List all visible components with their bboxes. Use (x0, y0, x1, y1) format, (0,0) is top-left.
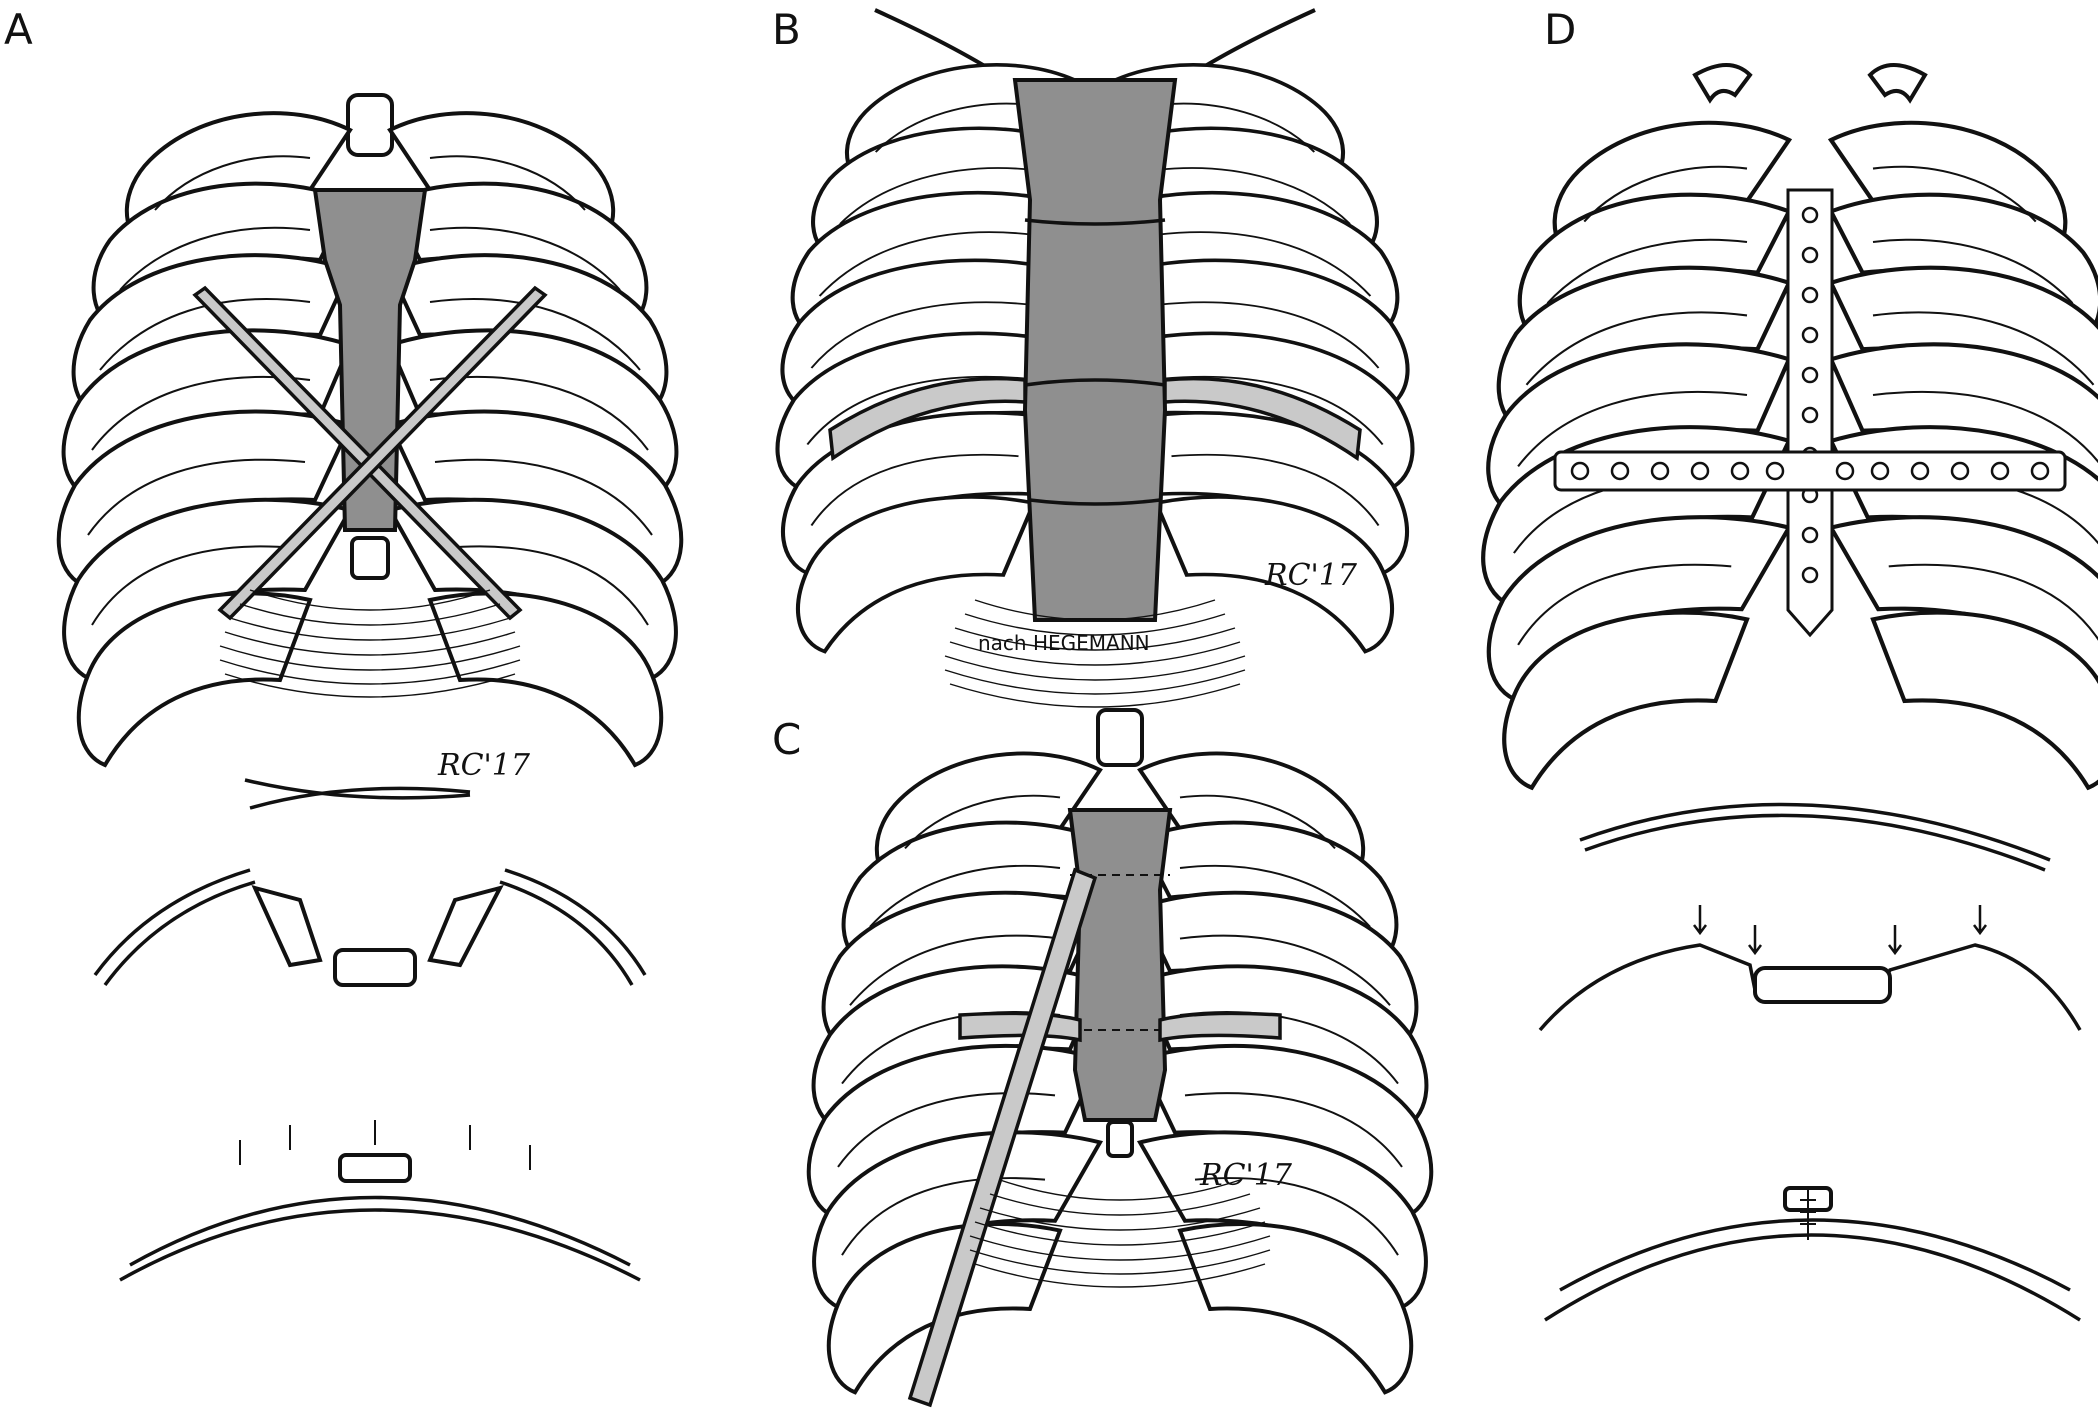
ribcage-bars-icon (59, 93, 682, 765)
cross-section-plates-d (1538, 802, 2082, 1322)
signature-c: RC'17 (1199, 1158, 1293, 1193)
panel-d: D (1483, 5, 2098, 1322)
panel-label-c: C (772, 715, 801, 764)
cross-section-bars-a (93, 778, 647, 1282)
panel-label-d: D (1544, 5, 1576, 54)
panel-c: C RC'17 (772, 708, 1432, 1408)
horizontal-plate (1553, 450, 2067, 492)
panel-b: B nach HEGEMANN RC'17 (772, 5, 1413, 708)
ribcage-strut-icon (809, 708, 1432, 1408)
credit-b: nach HEGEMANN (978, 631, 1150, 655)
signature-b: RC'17 (1264, 558, 1358, 593)
signature-a: RC'17 (437, 748, 531, 783)
ribcage-resection-icon (778, 8, 1413, 708)
ribcage-plate-icon (1483, 63, 2098, 788)
panel-a: A RC'17 (4, 5, 682, 1282)
panel-label-a: A (4, 5, 33, 54)
vertical-plate (1786, 188, 1834, 638)
panel-label-b: B (772, 5, 801, 54)
